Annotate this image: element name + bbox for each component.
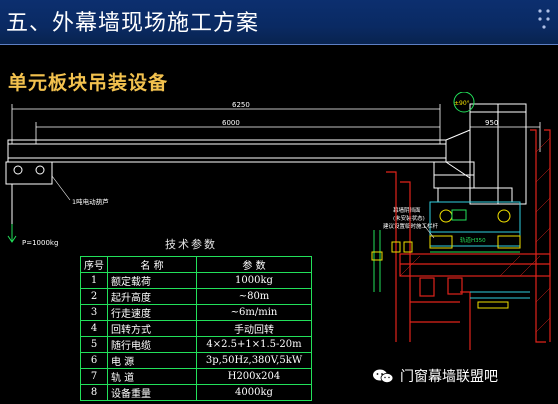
building-structure <box>386 129 551 350</box>
table-row: 4 回转方式 手动回转 <box>80 320 312 337</box>
row-index: 4 <box>80 320 108 337</box>
rotation-label: ±90° <box>454 100 470 107</box>
row-index: 1 <box>80 272 108 289</box>
header-param: 参 数 <box>196 256 312 273</box>
row-value: H200x204 <box>196 368 312 385</box>
rail-cart: 轨道H350 <box>429 201 521 249</box>
row-name: 设备重量 <box>107 384 197 401</box>
mast <box>433 161 513 203</box>
crane-boom <box>7 103 527 205</box>
rail-notes: 幕墙阴挡面 (未安装状态) 建议设置临时施工栏杆 <box>383 206 439 239</box>
load-label: P=1000kg <box>22 239 58 247</box>
row-value: 手动回转 <box>196 320 312 337</box>
header-index: 序号 <box>80 256 108 273</box>
row-index: 8 <box>80 384 108 401</box>
row-name: 额定载荷 <box>107 272 197 289</box>
row-value: ~6m/min <box>196 304 312 321</box>
hoist-label: 1吨电动葫芦 <box>72 197 109 206</box>
spec-table-title: 技术参数 <box>165 238 217 251</box>
dim-inner-label: 6000 <box>222 119 240 127</box>
building-hatch <box>399 137 551 333</box>
row-name: 行走速度 <box>107 304 197 321</box>
decorative-dots-icon <box>538 9 550 29</box>
watermark-text: 门窗幕墙联盟吧 <box>400 369 498 385</box>
row-name: 轨 道 <box>107 368 197 385</box>
section-title: 单元板块吊装设备 <box>8 72 169 94</box>
crane-drawing: 6250 6000 950 ±90° 1吨电动葫芦 P=1000kg <box>5 92 551 350</box>
row-name: 随行电缆 <box>107 336 197 353</box>
table-row: 8 设备重量 4000kg <box>80 384 312 401</box>
row-value: 1000kg <box>196 272 312 289</box>
table-row: 3 行走速度 ~6m/min <box>80 304 312 321</box>
hoist-trolley <box>5 161 53 240</box>
row-name: 回转方式 <box>107 320 197 337</box>
spec-table-header: 序号 名 称 参 数 <box>80 256 312 273</box>
table-row: 1 额定载荷 1000kg <box>80 272 312 289</box>
row-value: ~80m <box>196 288 312 305</box>
dim-outer-label: 6250 <box>232 101 250 109</box>
wechat-icon <box>373 369 394 383</box>
table-row: 6 电 源 3p,50Hz,380V,5kW <box>80 352 312 369</box>
slide-header: 五、外幕墙现场施工方案 <box>0 0 558 45</box>
row-value: 3p,50Hz,380V,5kW <box>196 352 312 369</box>
table-row: 7 轨 道 H200x204 <box>80 368 312 385</box>
rail-note-1: 幕墙阴挡面 <box>393 206 421 214</box>
row-index: 7 <box>80 368 108 385</box>
rail-note-2: (未安装状态) <box>393 214 425 222</box>
spec-table: 序号 名 称 参 数 1 额定载荷 1000kg 2 起升高度 ~80m 3 行… <box>80 256 312 401</box>
row-value: 4×2.5+1×1.5-20m <box>196 336 312 353</box>
rail-spec-label: 轨道H350 <box>460 236 486 244</box>
watermark: 门窗幕墙联盟吧 <box>372 366 498 386</box>
row-name: 起升高度 <box>107 288 197 305</box>
row-index: 5 <box>80 336 108 353</box>
row-value: 4000kg <box>196 384 312 401</box>
header-name: 名 称 <box>107 256 197 273</box>
facade-members <box>371 230 530 309</box>
dim-right-label: 950 <box>485 119 498 127</box>
row-name: 电 源 <box>107 352 197 369</box>
table-row: 5 随行电缆 4×2.5+1×1.5-20m <box>80 336 312 353</box>
row-index: 6 <box>80 352 108 369</box>
table-row: 2 起升高度 ~80m <box>80 288 312 305</box>
hoist-hook <box>7 224 17 243</box>
rotation-marker: ±90° <box>453 92 475 113</box>
row-index: 3 <box>80 304 108 321</box>
rail-note-3: 建议设置临时施工栏杆 <box>383 222 439 230</box>
row-index: 2 <box>80 288 108 305</box>
slide-title: 五、外幕墙现场施工方案 <box>6 11 260 36</box>
dimension-lines <box>11 104 541 152</box>
